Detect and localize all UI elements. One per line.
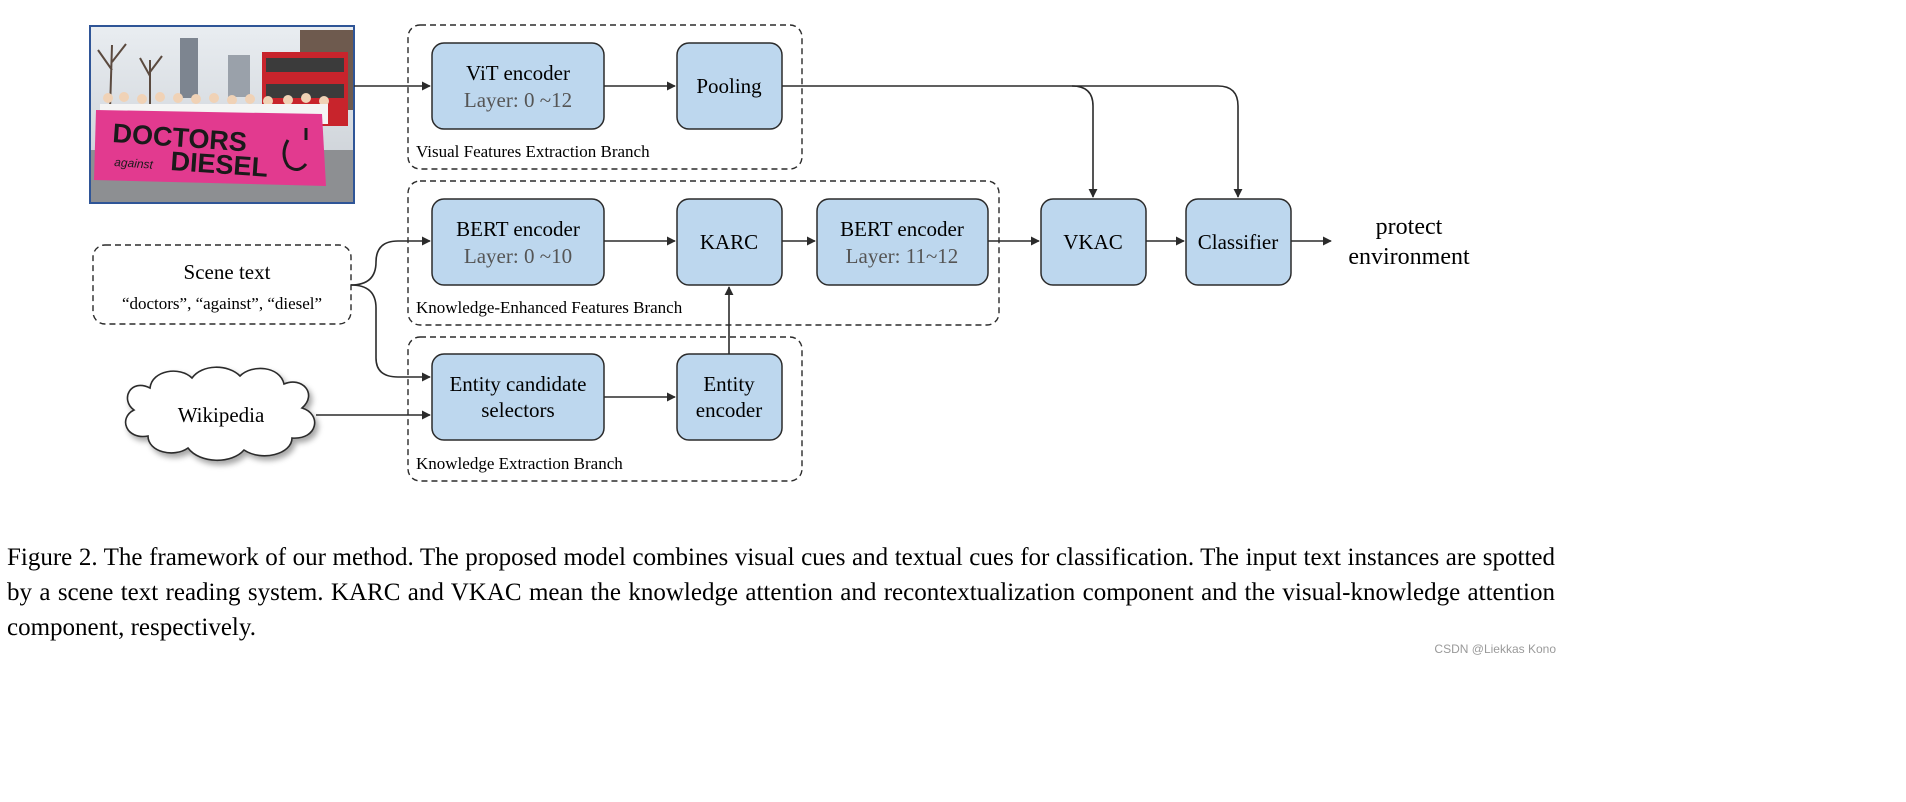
entity-selectors-line1: Entity candidate (449, 372, 586, 396)
scene-text-words: “doctors”, “against”, “diesel” (122, 294, 322, 313)
input-photo: DOCTORS against DIESEL (89, 25, 355, 204)
karc-title: KARC (700, 230, 758, 254)
vit-encoder-node: ViT encoder Layer: 0 ~12 (431, 42, 605, 130)
karc-node: KARC (676, 198, 783, 286)
banner-text-diesel: DIESEL (170, 146, 269, 183)
wikipedia-label: Wikipedia (178, 403, 265, 427)
knowledge-enhanced-branch-label: Knowledge-Enhanced Features Branch (416, 298, 683, 317)
bert-encoder-b-node: BERT encoder Layer: 11~12 (816, 198, 989, 286)
entity-encoder-line2: encoder (696, 398, 762, 422)
entity-encoder-line1: Entity (703, 372, 755, 396)
knowledge-extraction-branch-container (407, 336, 803, 482)
output-label-line2: environment (1348, 244, 1470, 270)
stethoscope-icon (282, 128, 308, 171)
arrow-pooling-to-vkac (782, 85, 1098, 198)
classifier-node: Classifier (1185, 198, 1292, 286)
scene-text-title: Scene text (184, 260, 271, 284)
bert-encoder-a-layers: Layer: 0 ~10 (464, 244, 572, 268)
entity-selectors-line2: selectors (481, 398, 554, 422)
arrow-pooling-to-classifier (1072, 85, 1243, 198)
pooling-node: Pooling (676, 42, 783, 130)
vit-encoder-layers: Layer: 0 ~12 (464, 88, 572, 112)
entity-selectors-node: Entity candidate selectors (431, 353, 605, 441)
pooling-title: Pooling (696, 74, 762, 98)
framework-diagram: DOCTORS against DIESEL Visual Features E… (89, 24, 1470, 482)
connections (316, 81, 1332, 420)
arrow-scene-to-selectors (350, 284, 431, 382)
figure-caption: Figure 2. The framework of our method. T… (7, 544, 1555, 641)
banner-text-against: against (114, 155, 154, 172)
entity-encoder-node: Entity encoder (676, 353, 783, 441)
vit-encoder-title: ViT encoder (466, 61, 570, 85)
bert-encoder-a-node: BERT encoder Layer: 0 ~10 (431, 198, 605, 286)
visual-branch-label: Visual Features Extraction Branch (416, 142, 650, 161)
banner (94, 110, 326, 186)
bert-encoder-b-title: BERT encoder (840, 217, 964, 241)
knowledge-extraction-branch-label: Knowledge Extraction Branch (416, 454, 623, 473)
knowledge-enhanced-branch-container (407, 180, 1000, 326)
bert-encoder-a-title: BERT encoder (456, 217, 580, 241)
bert-encoder-b-layers: Layer: 11~12 (846, 244, 959, 268)
visual-branch-container (407, 24, 803, 170)
classifier-title: Classifier (1198, 230, 1278, 254)
arrow-scene-to-bert (350, 236, 431, 286)
vkac-node: VKAC (1040, 198, 1147, 286)
watermark: CSDN @Liekkas Kono (1434, 642, 1556, 656)
vkac-title: VKAC (1063, 230, 1123, 254)
output-label-line1: protect (1376, 214, 1443, 240)
scene-text-box: Scene text “doctors”, “against”, “diesel… (92, 244, 352, 325)
wikipedia-cloud: Wikipedia (124, 366, 316, 461)
